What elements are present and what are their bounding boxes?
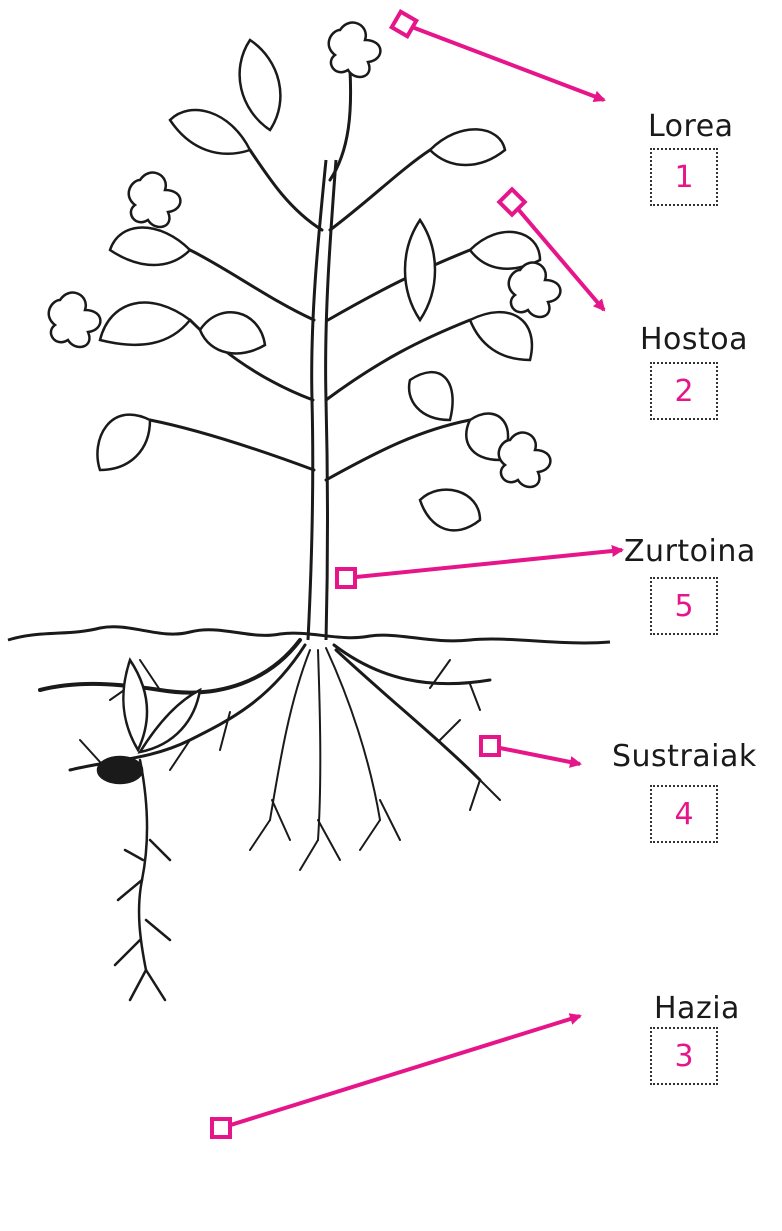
roots-drawing (40, 640, 500, 870)
label-lorea: Lorea (648, 112, 734, 142)
stem-pointer-square (337, 569, 355, 587)
flower-pointer-arrow (404, 24, 604, 100)
roots-pointer-square (481, 737, 499, 755)
label-hazia: Hazia (654, 994, 740, 1024)
number-box-lorea[interactable]: 1 (650, 148, 718, 206)
number-box-sustraiak[interactable]: 4 (650, 785, 718, 843)
label-hostoa: Hostoa (640, 325, 748, 355)
leaves-drawing (97, 40, 540, 530)
label-zurtoina: Zurtoina (624, 537, 756, 567)
number-box-hostoa[interactable]: 2 (650, 362, 718, 420)
stem-pointer-arrow (346, 550, 622, 578)
seed-pointer-arrow (221, 1016, 580, 1128)
number-box-hazia[interactable]: 3 (650, 1027, 718, 1085)
number-box-zurtoina[interactable]: 5 (650, 577, 718, 635)
label-sustraiak: Sustraiak (612, 742, 757, 772)
seed-pointer-square (212, 1119, 230, 1137)
seedling-drawing (98, 660, 200, 1000)
roots-pointer-arrow (490, 746, 580, 764)
flower-pointer-square (392, 12, 417, 37)
